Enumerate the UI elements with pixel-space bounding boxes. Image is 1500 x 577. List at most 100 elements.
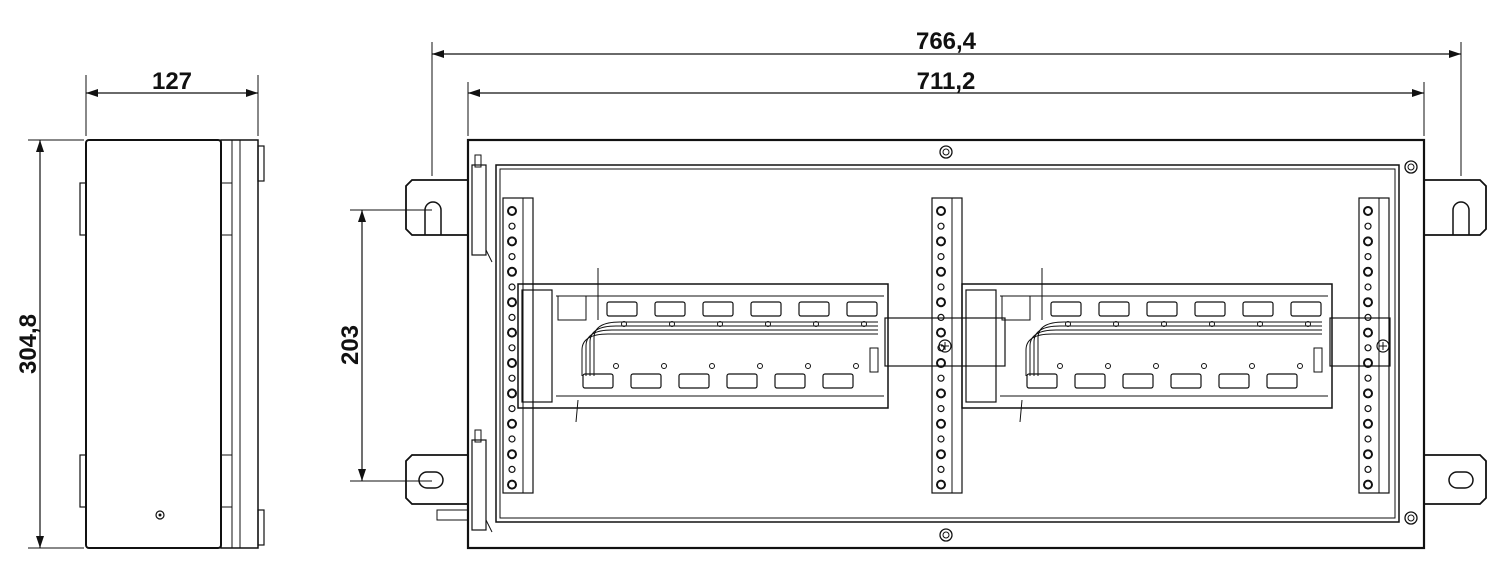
rail-hole xyxy=(1363,479,1373,490)
mounting-bracket-right-top xyxy=(1424,179,1487,236)
rail-hole xyxy=(1363,236,1373,247)
rail-hole xyxy=(508,435,516,443)
rail-hole xyxy=(508,222,516,230)
connector-bottom xyxy=(1026,373,1058,389)
rail-hole xyxy=(937,313,945,321)
power-block xyxy=(521,289,553,403)
rail-hole xyxy=(1364,283,1372,291)
connector-top xyxy=(846,301,878,317)
rail-hole xyxy=(1364,253,1372,261)
rail-hole xyxy=(508,405,516,413)
rail-hole xyxy=(1363,358,1373,368)
side-view-body xyxy=(85,139,222,549)
rail-hole xyxy=(508,465,516,473)
rail-hole xyxy=(1364,344,1372,352)
hinge-top xyxy=(79,182,87,236)
connector-top xyxy=(654,301,686,317)
rail-hole xyxy=(508,313,516,321)
din-rail-right xyxy=(1329,317,1391,367)
rail-hole xyxy=(936,479,946,490)
connector-top xyxy=(1242,301,1274,317)
rail-hole xyxy=(937,253,945,261)
mounting-rail-left xyxy=(502,197,534,494)
rail-hole xyxy=(508,344,516,352)
power-block xyxy=(965,289,997,403)
lock-icon xyxy=(155,510,165,520)
rail-hole xyxy=(936,358,946,368)
mounting-bracket-right-bottom xyxy=(1424,454,1487,505)
rail-hole xyxy=(1364,222,1372,230)
din-rail-center xyxy=(884,317,1006,367)
connector-top xyxy=(1290,301,1322,317)
rail-hole xyxy=(1364,313,1372,321)
rail-hole xyxy=(507,327,517,338)
rail-hole xyxy=(507,418,517,429)
rail-hole xyxy=(937,405,945,413)
ground-screw-center xyxy=(938,339,952,353)
screw-bottom-center xyxy=(939,528,953,542)
connector-bottom xyxy=(822,373,854,389)
connector-bottom xyxy=(678,373,710,389)
rail-hole xyxy=(508,253,516,261)
door-hinge-top xyxy=(471,164,487,256)
rail-hole xyxy=(507,388,517,399)
connector-bottom xyxy=(774,373,806,389)
terminal-modules xyxy=(517,268,1333,423)
rail-hole xyxy=(936,266,946,277)
connector-top xyxy=(1050,301,1082,317)
screw-top-right xyxy=(1404,160,1418,174)
rail-hole xyxy=(936,327,946,338)
door-hinge-bottom xyxy=(471,439,487,531)
connector-bottom xyxy=(630,373,662,389)
rail-hole xyxy=(937,222,945,230)
side-view: 127 304,8 xyxy=(15,68,265,549)
connector-top xyxy=(1194,301,1226,317)
rail-hole xyxy=(937,435,945,443)
rail-hole xyxy=(1363,418,1373,429)
connector-bottom xyxy=(582,373,614,389)
dimension-mounting-height: 203 xyxy=(337,325,364,365)
connector-bottom xyxy=(726,373,758,389)
rail-hole xyxy=(936,388,946,399)
connector-bottom xyxy=(1266,373,1298,389)
dimension-overall-width: 766,4 xyxy=(916,28,977,55)
terminal-module-left xyxy=(517,268,889,423)
rail-hole xyxy=(1364,465,1372,473)
rail-hole xyxy=(508,374,516,382)
enclosure-inner-frame xyxy=(495,164,1400,523)
rail-hole xyxy=(507,479,517,490)
rail-hole xyxy=(507,236,517,247)
rail-hole xyxy=(507,297,517,308)
dimension-side-height: 304,8 xyxy=(15,314,42,374)
rail-hole xyxy=(507,449,517,460)
fuse-block xyxy=(1001,295,1031,321)
rail-hole xyxy=(936,449,946,460)
dimension-side-width: 127 xyxy=(152,68,192,95)
ground-screw-right xyxy=(1376,339,1390,353)
rail-hole xyxy=(1363,327,1373,338)
rail-hole xyxy=(1363,449,1373,460)
connector-top xyxy=(1098,301,1130,317)
rail-hole xyxy=(1364,435,1372,443)
connector-top xyxy=(1146,301,1178,317)
rail-hole xyxy=(937,283,945,291)
rail-hole xyxy=(1363,388,1373,399)
connector-top xyxy=(798,301,830,317)
connector-top xyxy=(750,301,782,317)
connector-bottom xyxy=(1074,373,1106,389)
fuse-block xyxy=(557,295,587,321)
rail-hole xyxy=(936,297,946,308)
rail-hole xyxy=(936,418,946,429)
mounting-rails xyxy=(502,197,1390,494)
rail-hole xyxy=(1364,405,1372,413)
rail-hole xyxy=(507,358,517,368)
rail-hole xyxy=(508,283,516,291)
connector-bottom xyxy=(1122,373,1154,389)
rail-hole xyxy=(1363,266,1373,277)
rail-hole xyxy=(507,206,517,216)
mounting-bracket-left-top xyxy=(405,179,468,236)
rail-hole xyxy=(937,374,945,382)
mounting-bracket-left-bottom xyxy=(405,454,468,505)
connector-top xyxy=(702,301,734,317)
